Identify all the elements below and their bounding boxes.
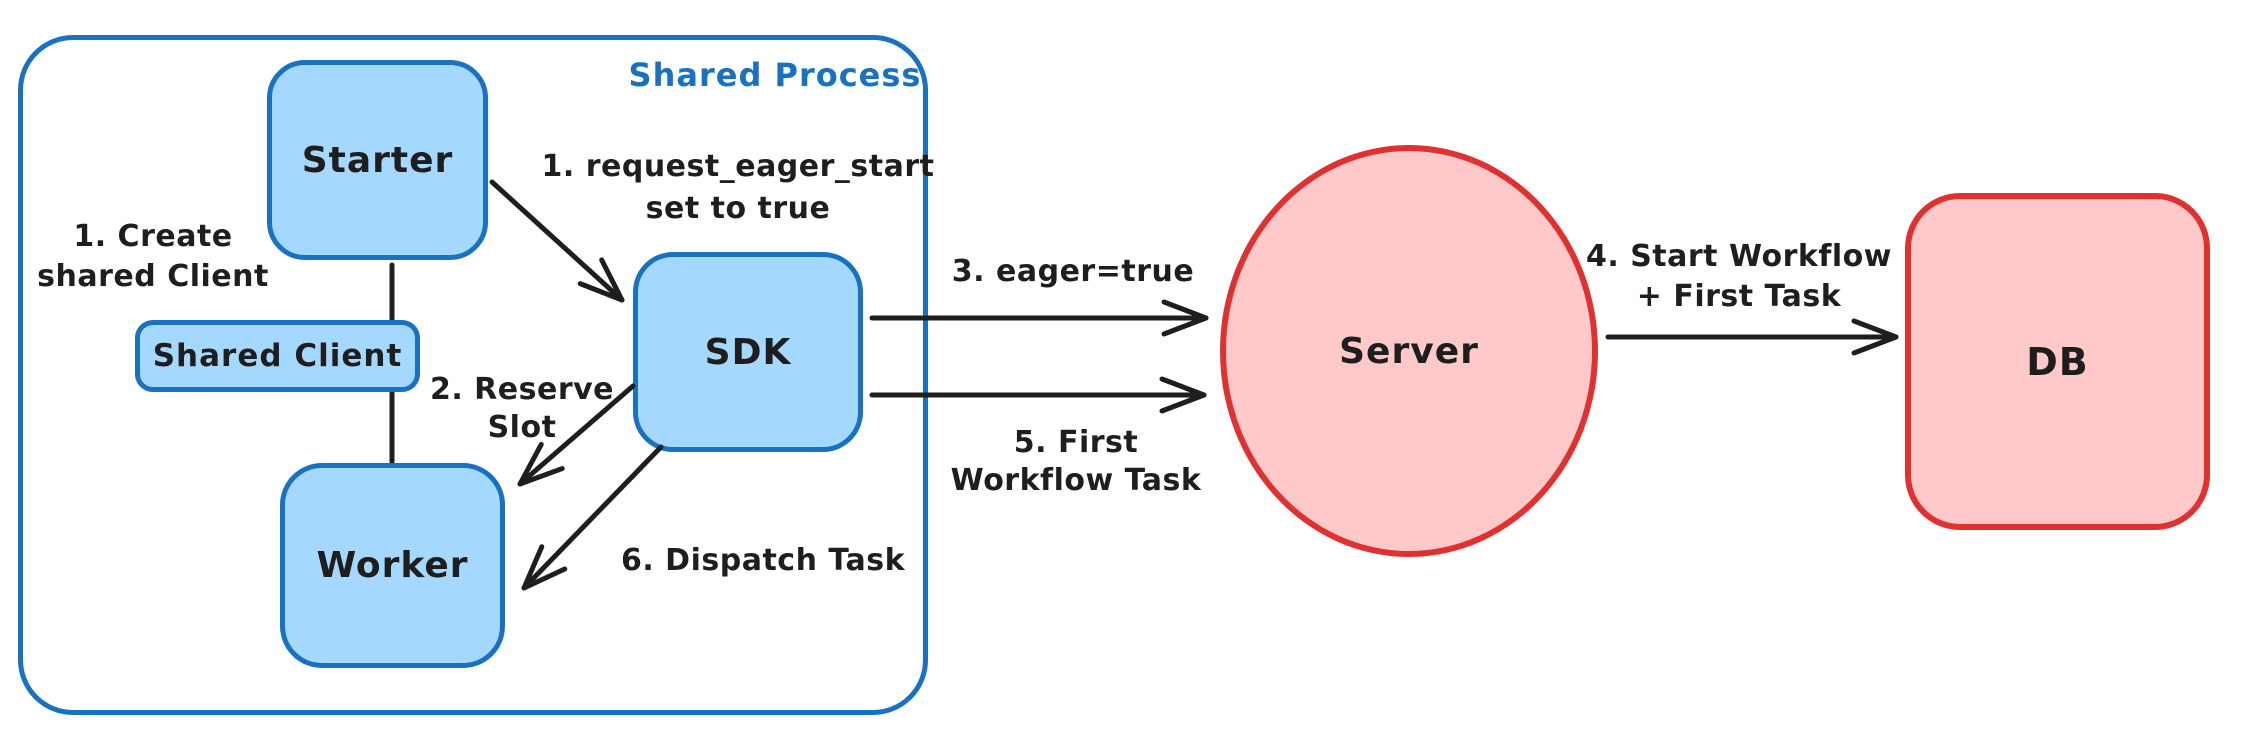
shared-client-node-label: Shared Client	[152, 338, 403, 374]
sdk-node: SDK	[633, 252, 863, 452]
annotation-first-workflow-task: 5. First Workflow Task	[951, 424, 1202, 500]
db-node-label: DB	[2026, 339, 2089, 384]
annotation-create-shared-client: 1. Create shared Client	[37, 217, 269, 297]
annotation-line: Slot	[487, 410, 557, 445]
shared-process-label: Shared Process	[628, 56, 922, 94]
annotation-line: Workflow Task	[950, 463, 1202, 498]
annotation-dispatch-task: 6. Dispatch Task	[621, 541, 905, 581]
annotation-line: 4. Start Workflow	[1585, 239, 1893, 274]
annotation-line: 1. request_eager_start	[541, 149, 935, 184]
annotation-line: 2. Reserve	[429, 372, 615, 407]
db-node: DB	[1905, 193, 2210, 530]
annotation-line: 1. Create	[73, 219, 233, 254]
server-node-label: Server	[1339, 330, 1479, 372]
starter-node: Starter	[267, 60, 488, 260]
annotation-line: 6. Dispatch Task	[620, 543, 906, 578]
shared-client-node: Shared Client	[135, 320, 420, 392]
annotation-line: shared Client	[37, 259, 269, 294]
shared-process-container	[18, 35, 928, 715]
annotation-line: 3. eager=true	[951, 254, 1195, 289]
sdk-node-label: SDK	[704, 331, 792, 373]
annotation-line: + First Task	[1636, 279, 1842, 314]
server-node: Server	[1220, 145, 1598, 557]
annotation-request-eager-start: 1. request_eager_start set to true	[541, 146, 934, 230]
annotation-reserve-slot: 2. Reserve Slot	[430, 371, 614, 447]
annotation-eager-true: 3. eager=true	[952, 252, 1194, 292]
worker-node-label: Worker	[316, 545, 469, 586]
worker-node: Worker	[280, 463, 505, 668]
annotation-line: 5. First	[1013, 425, 1139, 460]
starter-node-label: Starter	[301, 139, 454, 181]
annotation-start-workflow: 4. Start Workflow + First Task	[1586, 237, 1892, 317]
annotation-line: set to true	[645, 191, 831, 226]
